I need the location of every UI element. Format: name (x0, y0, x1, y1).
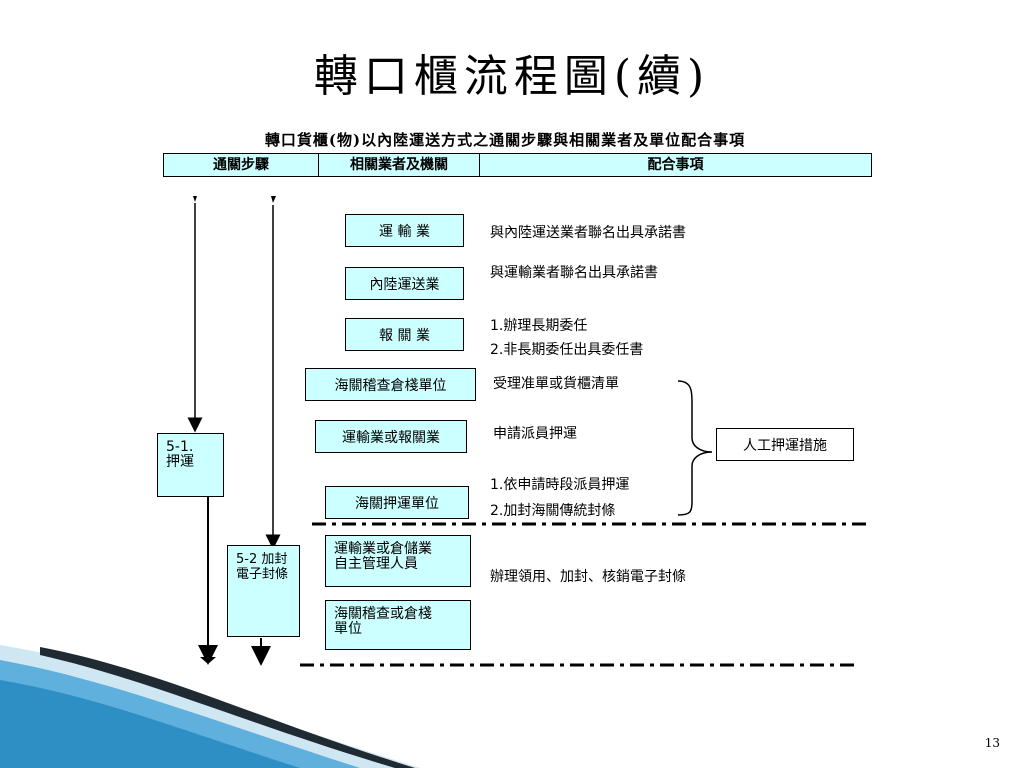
manual-escort-box: 人工押運措施 (716, 428, 854, 461)
party-customs-broker: 報 關 業 (345, 318, 464, 351)
wave-decoration (0, 645, 420, 768)
item-broker-1: 1.辦理長期委任 (490, 318, 588, 334)
step-5-1: 5-1. 押運 (157, 433, 224, 497)
item-escort-1: 1.依申請時段派員押運 (490, 477, 630, 493)
table-title: 轉口貨櫃(物)以內陸運送方式之通關步驟與相關業者及單位配合事項 (264, 131, 746, 149)
step-5-1-label: 5-1. 押運 (166, 439, 194, 470)
party-transport-or-broker: 運輸業或報關業 (315, 420, 467, 453)
slide-title: 轉口櫃流程圖(續) (313, 51, 711, 102)
party-customs-inspection-or-warehouse: 海關稽查或倉棧 單位 (325, 600, 471, 650)
item-inspection: 受理准單或貨櫃清單 (493, 376, 619, 392)
party-inland-carrier: 內陸運送業 (345, 267, 464, 300)
party-customs-inspection-label: 海關稽查或倉棧 單位 (334, 606, 432, 637)
item-broker-2: 2.非長期委任出具委任書 (490, 342, 644, 358)
item-request-escort: 申請派員押運 (493, 426, 577, 442)
header-items: 配合事項 (479, 153, 872, 177)
party-self-managed: 運輸業或倉儲業 自主管理人員 (325, 535, 471, 587)
item-inland-commitment: 與運輸業者聯名出具承諾書 (490, 265, 658, 281)
step-5-2-label: 5-2 加封 電子封條 (236, 552, 289, 582)
party-transport: 運 輸 業 (345, 214, 464, 247)
header-parties: 相關業者及機關 (318, 153, 480, 177)
item-transport-commitment: 與內陸運送業者聯名出具承諾書 (490, 225, 686, 241)
party-customs-escort-unit: 海關押運單位 (325, 486, 469, 519)
page-number: 13 (984, 736, 1000, 750)
step-5-2: 5-2 加封 電子封條 (227, 545, 300, 637)
item-electronic-seal: 辦理領用、加封、核銷電子封條 (490, 569, 686, 585)
party-customs-warehouse-inspection: 海關稽查倉棧單位 (305, 368, 476, 401)
party-self-managed-label: 運輸業或倉儲業 自主管理人員 (334, 541, 432, 572)
header-steps: 通關步驟 (163, 153, 319, 177)
item-escort-2: 2.加封海關傳統封條 (490, 503, 616, 519)
